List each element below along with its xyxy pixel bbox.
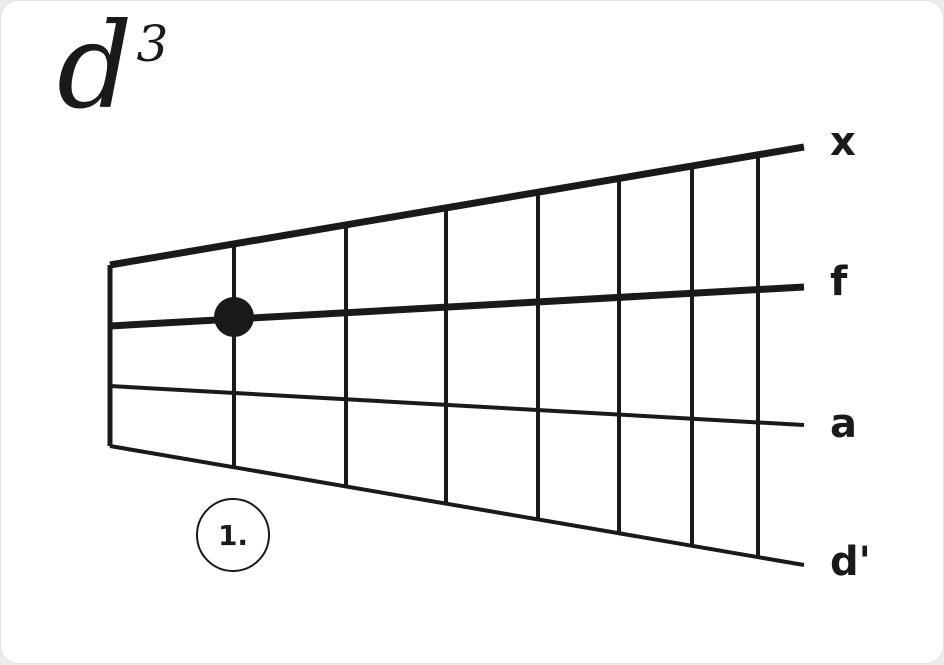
- string-line: [109, 444, 805, 567]
- string-labels: x f a d': [830, 119, 871, 585]
- string-label: a: [830, 401, 857, 447]
- finger-dot: [214, 297, 254, 338]
- note-octave: 3: [136, 14, 169, 73]
- string-label: x: [830, 119, 856, 165]
- position-marker: 1.: [196, 498, 270, 572]
- position-label: 1.: [218, 519, 248, 552]
- string-line: [109, 143, 805, 269]
- note-letter: d: [57, 0, 133, 135]
- string-line: [109, 384, 805, 427]
- fret-lines: [232, 154, 760, 558]
- position-circle: [196, 498, 270, 572]
- string-line: [109, 283, 805, 330]
- string-label: d': [830, 539, 871, 585]
- string-label: f: [830, 259, 848, 305]
- string-lines: [109, 143, 805, 567]
- note-title: d3: [57, 7, 168, 125]
